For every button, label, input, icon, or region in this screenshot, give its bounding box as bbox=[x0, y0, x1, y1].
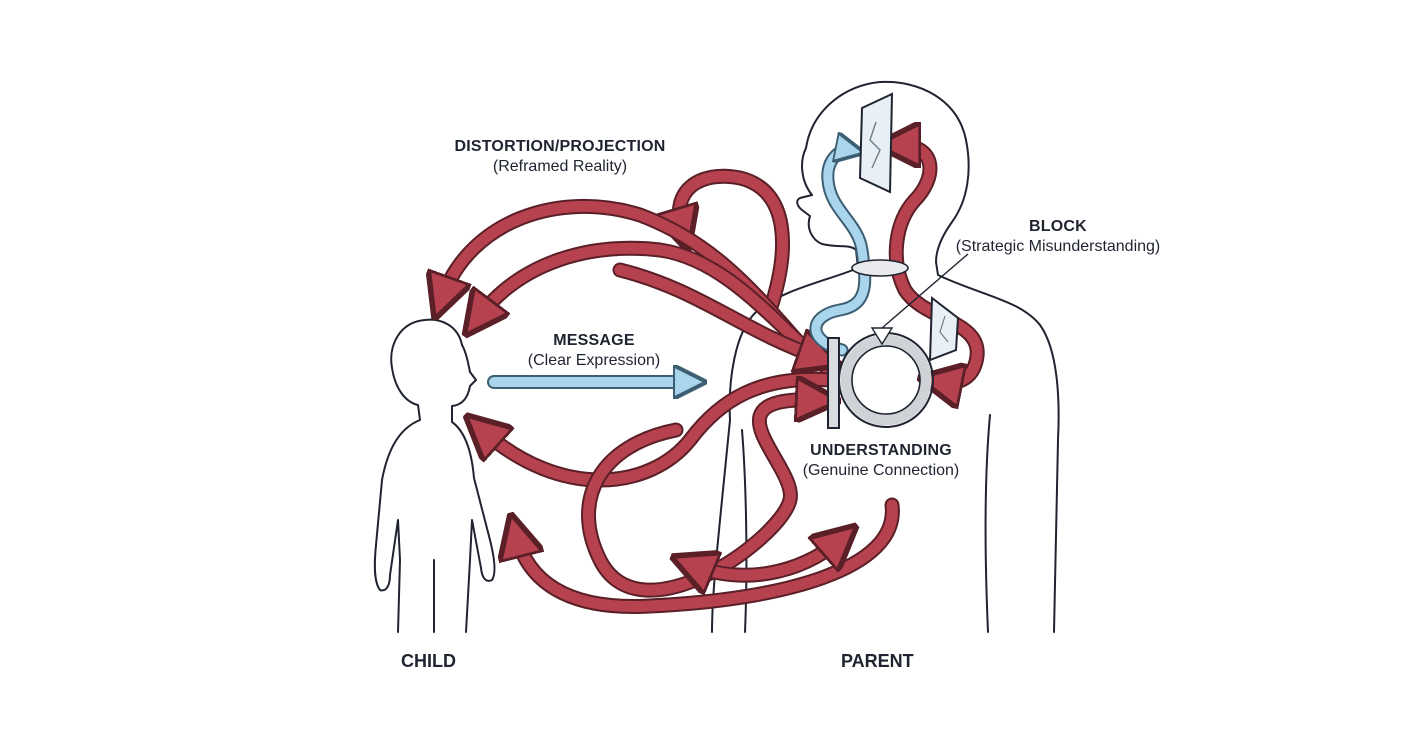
block-bar bbox=[827, 337, 840, 429]
distortion-arrow-into-block bbox=[612, 262, 820, 358]
distortion-arrows bbox=[442, 145, 985, 614]
understanding-title: UNDERSTANDING bbox=[810, 442, 952, 459]
distortion-arrow-to-child-head-lower bbox=[478, 240, 840, 380]
block-subtitle: (Strategic Misunderstanding) bbox=[955, 238, 1161, 255]
distortion-subtitle: (Reframed Reality) bbox=[492, 158, 628, 175]
message-subtitle: (Clear Expression) bbox=[527, 352, 661, 369]
understanding-ring bbox=[838, 332, 934, 428]
distortion-title: DISTORTION/PROJECTION bbox=[454, 138, 666, 155]
block-label: BLOCK (Strategic Misunderstanding) bbox=[938, 218, 1178, 256]
understanding-label: UNDERSTANDING (Genuine Connection) bbox=[788, 442, 974, 480]
distortion-arrow-to-child-legs bbox=[516, 497, 900, 614]
understanding-subtitle: (Genuine Connection) bbox=[802, 462, 960, 479]
distortion-arrow-to-child-chest bbox=[482, 371, 838, 488]
shoulder-mirror bbox=[928, 296, 960, 362]
block-pointer bbox=[870, 253, 969, 346]
neck-band bbox=[851, 259, 909, 277]
child-figure bbox=[373, 318, 496, 633]
distortion-arrow-bottom-double bbox=[692, 540, 840, 575]
distortion-arrow-top-loop bbox=[679, 168, 790, 318]
distortion-arrow-head-loop bbox=[896, 145, 985, 383]
block-title: BLOCK bbox=[1029, 218, 1087, 235]
head-mirror bbox=[858, 92, 894, 194]
message-label: MESSAGE (Clear Expression) bbox=[514, 332, 674, 370]
child-label: CHILD bbox=[401, 651, 456, 671]
parent-label: PARENT bbox=[841, 651, 914, 671]
distortion-label: DISTORTION/PROJECTION (Reframed Reality) bbox=[450, 138, 670, 176]
message-title: MESSAGE bbox=[553, 332, 635, 349]
inner-pathway bbox=[809, 150, 872, 357]
